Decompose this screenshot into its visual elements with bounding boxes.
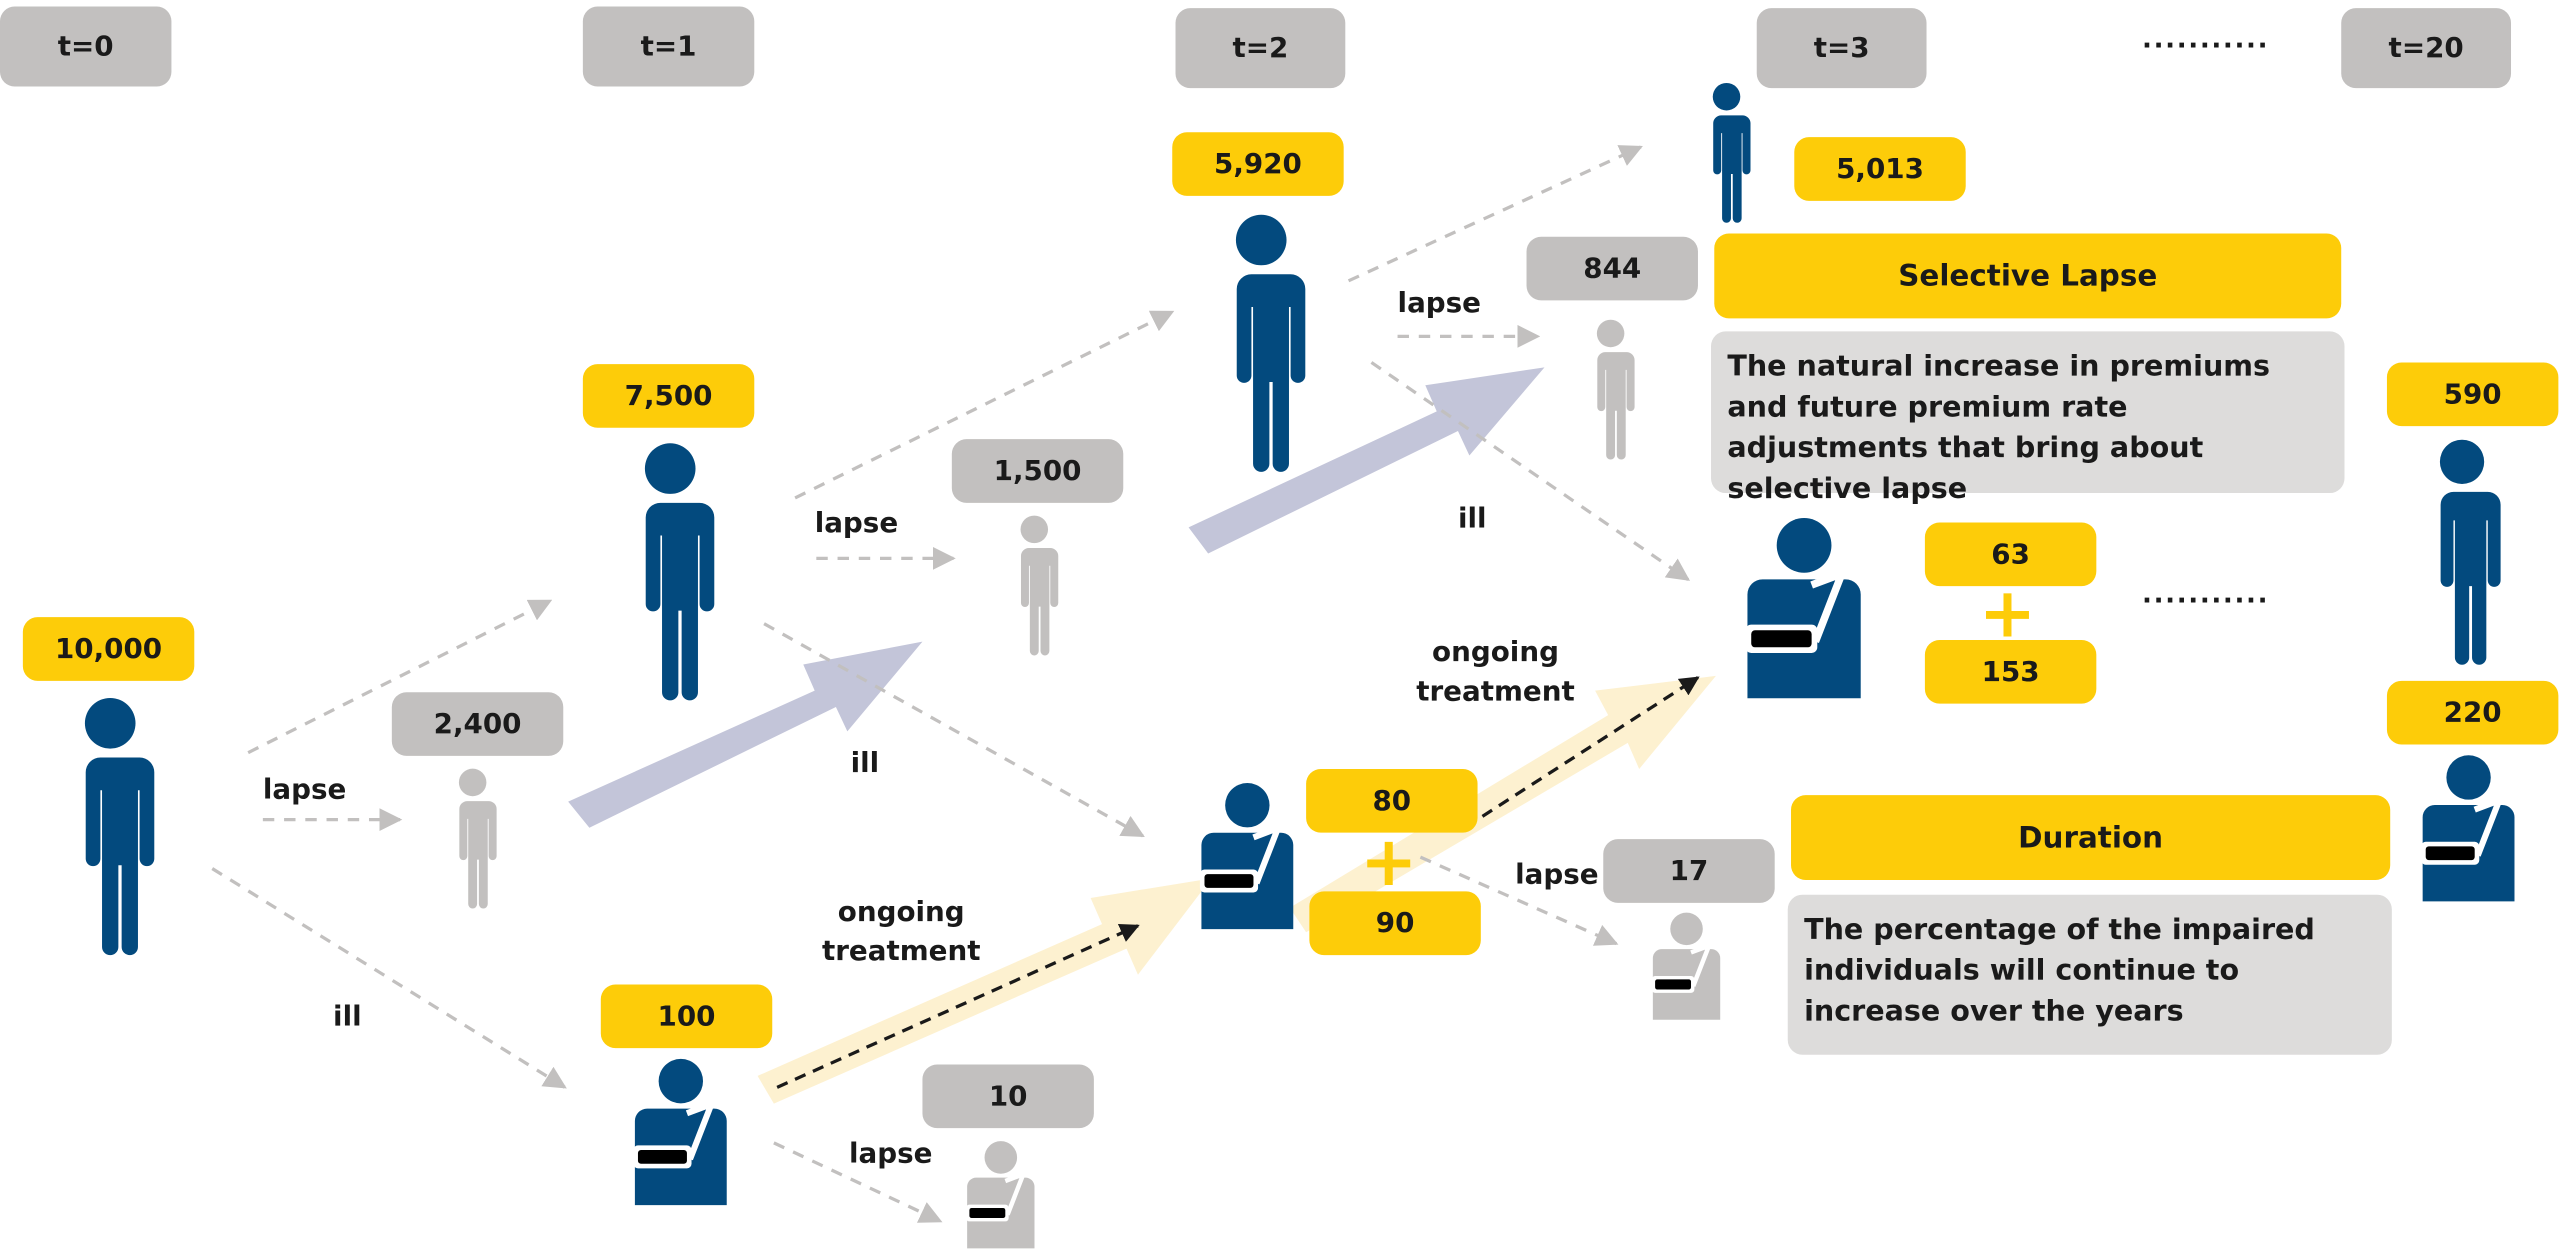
time-label-t0: t=0: [0, 6, 172, 87]
count-badge: 220: [2386, 680, 2559, 745]
edge-label-ongoing-treatment: ongoing treatment: [1416, 636, 1575, 709]
count-badge: 7,500: [582, 364, 755, 428]
time-label-t20: t=20: [2341, 8, 2512, 89]
person-icon: [640, 443, 715, 701]
selective-lapse-description: The natural increase in premiums and fut…: [1711, 331, 2345, 506]
person-with-arm-sling-icon: [1746, 518, 1861, 698]
edge-label-lapse: lapse: [814, 507, 899, 541]
big-arrow-1: [568, 641, 923, 828]
treatment-dashed-arrows: [776, 676, 1700, 1089]
count-badge: 80: [1306, 768, 1478, 833]
edge-label-ill: ill: [850, 747, 880, 781]
count-badge: 5,920: [1172, 132, 1344, 196]
edge-label-lapse: lapse: [1397, 287, 1482, 320]
selective-lapse-title: Selective Lapse: [1714, 233, 2342, 319]
person-with-arm-sling-icon: [1200, 783, 1293, 929]
duration-description: The percentage of the impaired individua…: [1787, 894, 2392, 1055]
edge-label-ill: ill: [333, 1000, 362, 1034]
count-badge: 1,500: [951, 439, 1124, 503]
count-badge: 153: [1924, 640, 2097, 704]
person-icon: [80, 697, 155, 956]
time-label-t1: t=1: [582, 6, 755, 87]
person-icon: [1594, 319, 1635, 460]
count-badge: 17: [1603, 839, 1775, 903]
count-badge: 590: [2386, 362, 2559, 427]
count-badge: 10: [922, 1064, 1094, 1129]
big-arrow-2: [1188, 367, 1545, 554]
count-badge: 2,400: [391, 692, 564, 756]
person-icon: [2436, 439, 2501, 665]
edge-label-ongoing-treatment: ongoing treatment: [821, 896, 981, 969]
person-icon: [1710, 82, 1751, 223]
count-badge: 100: [600, 984, 773, 1049]
count-badge: 10,000: [22, 617, 195, 681]
population-ellipsis: ...........: [2142, 577, 2270, 609]
edge-label-lapse: lapse: [848, 1137, 933, 1171]
count-badge: 844: [1526, 236, 1698, 301]
edge-label-ill: ill: [1457, 502, 1487, 536]
count-badge: 90: [1309, 891, 1481, 956]
count-badge: 5,013: [1794, 137, 1966, 201]
person-icon: [1231, 214, 1306, 472]
count-badge: 63: [1924, 522, 2097, 587]
person-with-arm-sling-icon: [2421, 755, 2514, 901]
edge-label-lapse: lapse: [262, 773, 347, 807]
person-icon: [456, 768, 497, 909]
time-label-t3: t=3: [1756, 8, 1927, 89]
plus-icon: +: [1978, 573, 2037, 654]
person-with-arm-sling-icon: [633, 1059, 726, 1205]
person-icon: [1018, 515, 1059, 656]
plus-icon: +: [1360, 821, 1418, 902]
time-label-t2: t=2: [1175, 8, 1346, 89]
treatment-arrow-1: [757, 878, 1212, 1104]
flow-arrows: [211, 145, 1691, 1223]
edge-label-lapse: lapse: [1515, 858, 1599, 892]
person-with-arm-sling-icon: [1652, 913, 1720, 1020]
person-with-arm-sling-icon: [966, 1141, 1034, 1248]
timeline-ellipsis: ...........: [2142, 22, 2270, 54]
duration-title: Duration: [1791, 795, 2391, 880]
